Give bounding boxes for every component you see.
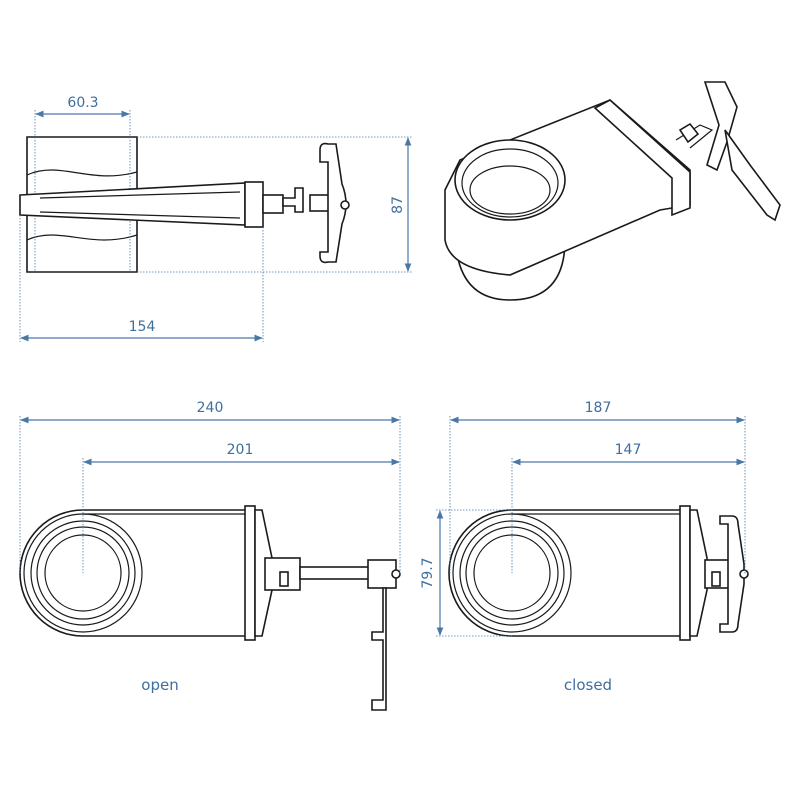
valve-body-closed — [448, 509, 683, 637]
closed-view — [448, 505, 749, 641]
dim-label-handle-length: 154 — [129, 319, 156, 335]
dim-label-pipe-diameter: 60.3 — [67, 95, 98, 111]
dim-60-3: 60.3 — [34, 95, 131, 137]
dim-201: 201 — [82, 442, 400, 573]
label-open: open — [141, 676, 178, 694]
dim-label-open-total: 240 — [197, 400, 224, 416]
side-view — [19, 136, 350, 273]
dim-label-closed-total: 187 — [585, 400, 612, 416]
dim-label-closed-center: 147 — [615, 442, 642, 458]
dim-label-open-center: 201 — [227, 442, 254, 458]
collar — [244, 181, 264, 228]
label-closed: closed — [564, 676, 612, 694]
dim-label-height: 87 — [390, 196, 406, 214]
t-handle — [319, 142, 347, 264]
dim-87: 87 — [137, 136, 412, 273]
t-handle-closed — [719, 515, 745, 633]
dim-label-body-width: 79.7 — [420, 557, 436, 588]
iso-t-handle — [703, 81, 738, 172]
isometric-view — [444, 81, 781, 301]
dim-79-7: 79.7 — [420, 509, 512, 637]
dim-187: 187 — [449, 400, 746, 574]
open-view — [19, 505, 401, 711]
dim-147: 147 — [511, 442, 745, 573]
dim-240: 240 — [19, 400, 401, 574]
t-handle-open — [371, 587, 387, 711]
stem — [299, 566, 371, 580]
dim-154: 154 — [19, 215, 264, 342]
